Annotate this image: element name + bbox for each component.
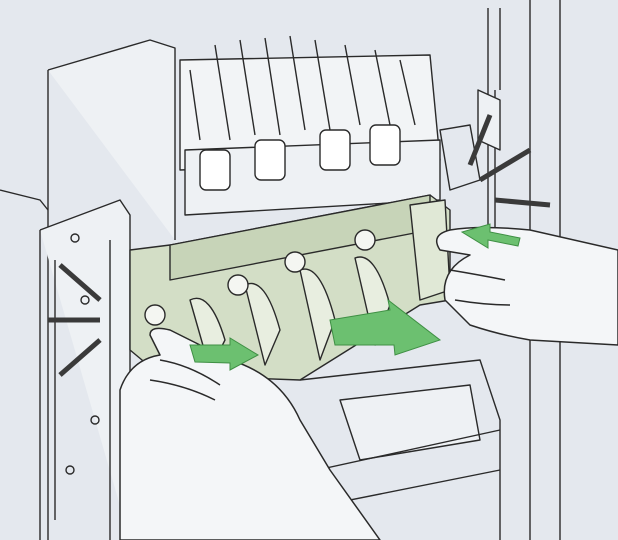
hand-right <box>435 226 618 346</box>
printer-frame-left <box>0 39 176 540</box>
click-mark-icon <box>48 263 102 377</box>
push-arrow-icon <box>189 337 260 371</box>
paper-guides <box>179 35 441 216</box>
hand-left <box>119 327 381 540</box>
click-mark-icon <box>467 114 551 208</box>
push-arrow-icon <box>460 223 521 249</box>
push-arrow-icon <box>329 298 442 356</box>
